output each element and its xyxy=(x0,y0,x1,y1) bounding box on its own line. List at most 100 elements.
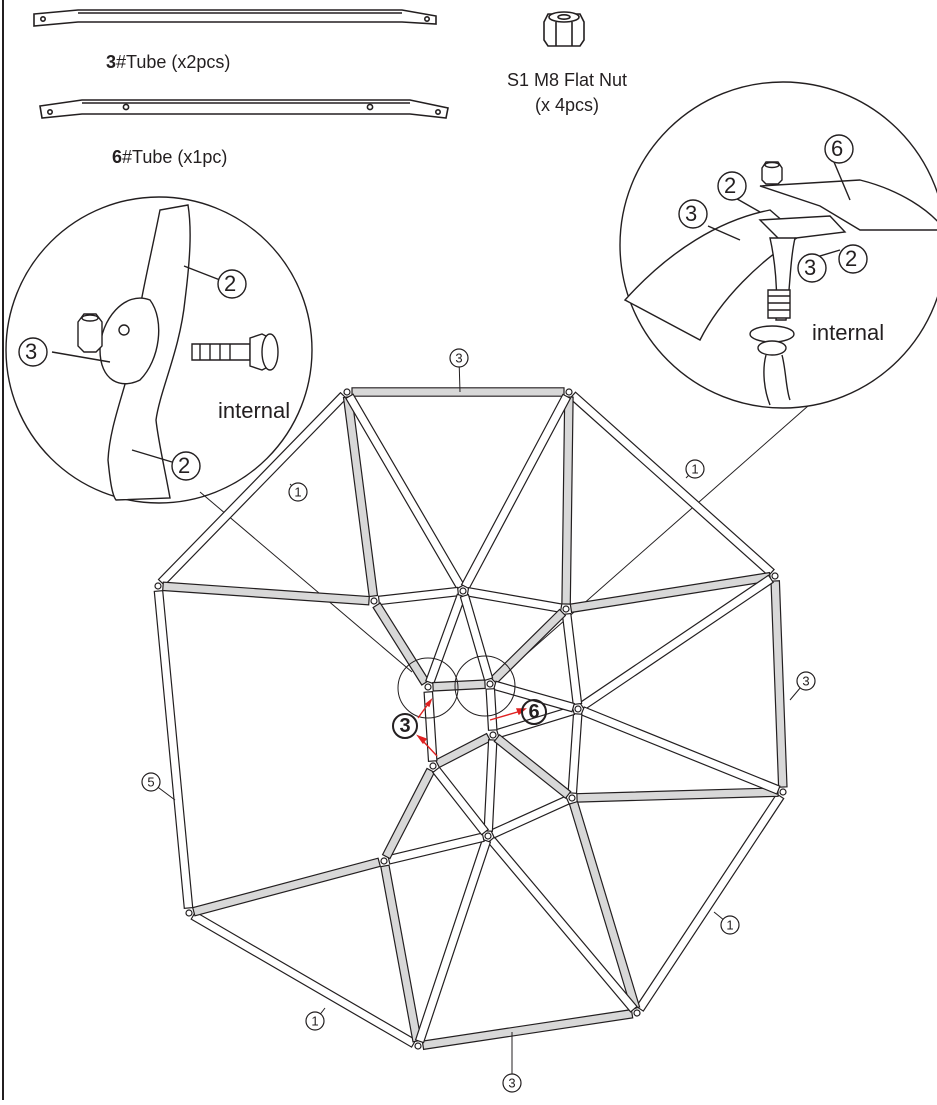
tube3-label: 3#Tube (x2pcs) xyxy=(106,52,231,72)
dome-joint-J xyxy=(574,705,582,713)
detail-leader-lines xyxy=(199,405,809,673)
dome-tube-F-I xyxy=(489,608,567,685)
dome-callout-circle-lower_right xyxy=(720,915,740,935)
dome-tube-O-K xyxy=(381,767,436,860)
dome-tube-M-S xyxy=(635,793,785,1012)
dome-tube-N-P xyxy=(490,795,570,839)
tube6-label: 6#Tube (x1pc) xyxy=(112,147,228,167)
dome-joint-R xyxy=(414,1042,422,1050)
dome-joint-P xyxy=(484,832,492,840)
dome-tube-D-H xyxy=(372,602,430,686)
detail-right-callouts xyxy=(678,134,868,283)
dome-callout-circle-left xyxy=(141,772,161,792)
dome-callout-text-lower_left: 1 xyxy=(311,1014,318,1029)
dome-joint-M xyxy=(779,788,787,796)
dome-tube-K-P xyxy=(431,766,490,836)
joint-circle-right xyxy=(454,655,516,717)
dome-tube-M-N xyxy=(576,787,779,803)
dome-tube-D-E xyxy=(377,586,460,606)
detail-right-callout-3b xyxy=(797,253,827,283)
dome-tube-L-N xyxy=(493,733,572,800)
dome-tube-G-M xyxy=(770,580,788,788)
dome-joint-L xyxy=(489,731,497,739)
detail-left-drawing xyxy=(5,196,313,504)
dome-joint-C xyxy=(154,582,162,590)
dome-tube-C-Q xyxy=(153,589,194,910)
dome-tube-P-O xyxy=(387,832,485,865)
joint-circle-left xyxy=(397,657,459,719)
dome-tube-R-P xyxy=(414,838,492,1044)
dome-callout-text-right: 3 xyxy=(802,674,809,689)
dome-callout-text-left: 5 xyxy=(147,775,154,790)
dome-joint-I xyxy=(486,680,494,688)
dome-joint-D xyxy=(370,597,378,605)
detail-left-callout-2a xyxy=(217,269,247,299)
detail-right-callout-2a xyxy=(717,171,747,201)
center-label-6: 6 xyxy=(521,699,547,725)
dome-joint-O xyxy=(380,857,388,865)
dome-tube-Q-O xyxy=(191,857,382,917)
nut-label-line2: (x 4pcs) xyxy=(534,95,599,115)
dome-tube-group xyxy=(153,387,788,1051)
tube6-part-drawing xyxy=(39,99,449,119)
detail-left-callout-3-text: 3 xyxy=(25,339,38,364)
detail-right-callout-3a xyxy=(678,199,708,229)
dome-tube-H-K xyxy=(423,691,438,762)
detail-right-callout-3b-text: 3 xyxy=(804,255,817,280)
dome-callout-text-lower_right: 1 xyxy=(726,918,733,933)
dome-joint-B xyxy=(565,388,573,396)
dome-callout-circle-right xyxy=(796,671,816,691)
dome-tube-Q-R xyxy=(190,911,417,1048)
dome-joint-group xyxy=(397,655,516,719)
detail-right-callout-6-text: 6 xyxy=(831,136,844,161)
dome-joint-E xyxy=(459,587,467,595)
dome-joint-H xyxy=(424,683,432,691)
dome-joint-N xyxy=(568,794,576,802)
detail-left-internal-label: internal xyxy=(218,398,291,423)
dome-tube-H-I xyxy=(432,679,486,692)
detail-left-callouts xyxy=(18,269,247,481)
dome-callout-circle-upper_left xyxy=(288,482,308,502)
dome-joint-G xyxy=(771,572,779,580)
dome-callout-circle-upper_right xyxy=(685,459,705,479)
flat-nut-drawing xyxy=(543,11,585,47)
detail-left-callout-2a-text: 2 xyxy=(224,271,237,296)
dome-callout-text-upper_left: 1 xyxy=(294,485,301,500)
dome-joint-Q xyxy=(185,909,193,917)
nut-label-line1: S1 M8 Flat Nut xyxy=(506,70,628,90)
dome-callout-circle-bottom xyxy=(502,1073,522,1093)
dome-tube-J-N xyxy=(567,713,583,794)
tube3-part-drawing xyxy=(33,9,437,27)
dome-tube-M-J xyxy=(580,706,781,795)
detail-left-callout-2b-text: 2 xyxy=(178,453,191,478)
center-label-3: 3 xyxy=(392,713,418,739)
detail-left-callout-3 xyxy=(18,337,48,367)
dome-joint-S xyxy=(633,1009,641,1017)
dome-joint-F xyxy=(562,605,570,613)
dome-tube-A-B xyxy=(351,387,565,397)
dome-callout-text-upper_right: 1 xyxy=(691,462,698,477)
dome-tube-I-J xyxy=(492,680,576,713)
dome-tube-L-P xyxy=(483,739,498,832)
dome-tube-B-G xyxy=(569,391,775,577)
dome-tube-F-J xyxy=(561,612,583,706)
dome-callout-group: 3 1 1 3 5 1 1 3 xyxy=(141,348,816,1093)
detail-right-internal-label: internal xyxy=(812,320,885,345)
dome-tube-B-F xyxy=(561,396,574,605)
dome-callout-circle-top xyxy=(449,348,469,368)
dome-tube-R-S xyxy=(421,1008,634,1051)
dome-joint-K xyxy=(429,762,437,770)
dome-tube-R-O xyxy=(380,864,422,1043)
dome-tube-G-F xyxy=(569,571,772,614)
nut-label: S1 M8 Flat Nut (x 4pcs) xyxy=(497,70,637,116)
detail-right-callout-2a-text: 2 xyxy=(724,173,737,198)
detail-right-drawing xyxy=(619,81,937,409)
dome-tube-E-I xyxy=(459,593,494,682)
dome-joint-A xyxy=(343,388,351,396)
detail-left-callout-2b xyxy=(171,451,201,481)
dome-callout-circle-lower_left xyxy=(305,1011,325,1031)
dome-tube-E-F xyxy=(466,587,563,613)
dome-callout-text-top: 3 xyxy=(455,351,462,366)
